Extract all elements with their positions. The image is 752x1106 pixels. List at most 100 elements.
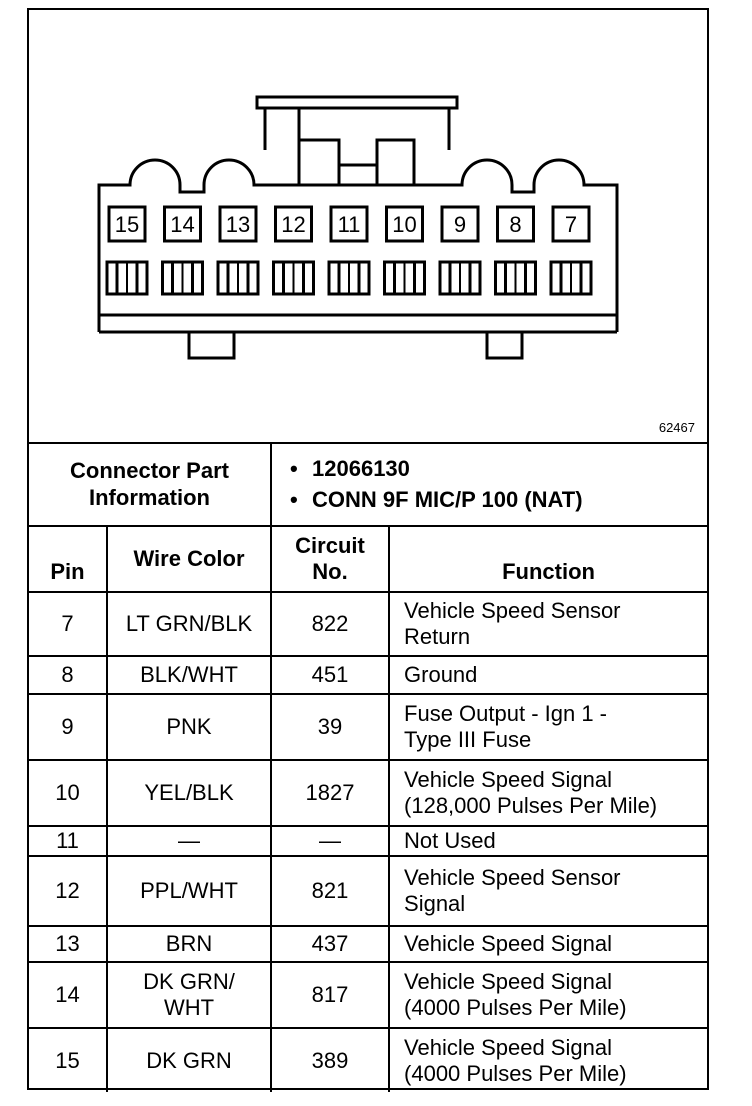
pin-number-label: 9 [454, 212, 466, 237]
function-line: Vehicle Speed Signal [404, 1034, 612, 1060]
wire-color-cell: BLK/WHT [105, 655, 273, 695]
function-cell: Ground [388, 655, 708, 695]
circuit-cell: 451 [270, 655, 391, 695]
circuit-cell: 39 [270, 693, 391, 761]
pin-number-label: 8 [509, 212, 521, 237]
function-cell: Vehicle Speed Signal(4000 Pulses Per Mil… [388, 961, 708, 1029]
part-info-label-line2: Information [89, 484, 210, 510]
function-cell: Vehicle Speed Signal(128,000 Pulses Per … [388, 759, 708, 827]
header-circuit-line1: Circuit [295, 533, 365, 558]
wire-color-line: BLK/WHT [140, 662, 238, 687]
function-line: Return [404, 624, 471, 649]
circuit-cell: 1827 [270, 759, 391, 827]
pin-cell: 8 [29, 655, 108, 695]
wire-color-cell: — [105, 825, 273, 857]
header-circuit-line2: No. [312, 559, 348, 584]
pin-cell: 15 [29, 1027, 108, 1092]
pin-number-box [385, 205, 424, 243]
wire-color-cell: PPL/WHT [105, 855, 273, 927]
pin-number-box [107, 205, 147, 243]
header-wire-color: Wire Color [105, 525, 273, 593]
pin-number-box [163, 205, 202, 243]
wire-color-line: WHT [163, 995, 215, 1020]
pin-number-label: 15 [115, 212, 139, 237]
part-number: 12066130 [312, 455, 410, 481]
pin-cell: 14 [29, 961, 108, 1029]
wire-color-line: BRN [165, 931, 213, 956]
pin-cell: 13 [29, 925, 108, 963]
circuit-cell: 821 [270, 855, 391, 927]
pin-cell: 7 [29, 591, 108, 657]
bullet: • [290, 486, 298, 512]
wire-color-line: DK GRN/ [143, 969, 235, 994]
pin-number-box [551, 205, 591, 243]
pin-number-label: 11 [338, 212, 361, 237]
wire-color-cell: BRN [105, 925, 273, 963]
header-function: Function [388, 525, 708, 593]
circuit-cell: — [270, 825, 391, 857]
function-cell: Fuse Output - Ign 1 -Type III Fuse [388, 693, 708, 761]
function-line: (128,000 Pulses Per Mile) [404, 793, 658, 818]
part-info-list: •12066130 •CONN 9F MIC/P 100 (NAT) [270, 442, 708, 527]
connector-tab-left [187, 332, 236, 360]
function-line: Vehicle Speed Sensor [404, 865, 621, 890]
wire-color-line: YEL/BLK [144, 780, 234, 805]
table-row: 13 BRN 437 Vehicle Speed Signal [29, 925, 708, 963]
pin-number-box [329, 205, 369, 243]
connector-drawing: 15 14 13 12 11 10 9 8 7 [97, 95, 619, 360]
wire-color-line: — [178, 828, 200, 853]
table-row: 15 DK GRN 389 Vehicle Speed Signal(4000 Pul… [29, 1027, 708, 1092]
table-row: 11——Not Used [29, 825, 708, 857]
pin-cell: 12 [29, 855, 108, 927]
function-line: Fuse Output - Ign 1 - [404, 701, 607, 726]
function-line: Signal [404, 891, 466, 916]
pin-number-box [496, 205, 535, 243]
wire-color-cell: DK GRN/WHT [105, 961, 273, 1029]
connector-tab-right [485, 332, 524, 360]
pin-number-label: 7 [565, 212, 577, 237]
connector-housing [97, 158, 619, 317]
pin-cell: 9 [29, 693, 108, 761]
pin-number-label: 12 [281, 212, 305, 237]
function-line: (4000 Pulses Per Mile) [404, 1060, 627, 1086]
pin-number-label: 14 [170, 212, 194, 237]
wire-color-cell: PNK [105, 693, 273, 761]
circuit-cell: 817 [270, 961, 391, 1029]
wire-color-cell: LT GRN/BLK [105, 591, 273, 657]
function-line: Vehicle Speed Signal [404, 767, 612, 792]
pin-number-label: 10 [392, 212, 416, 237]
header-pin: Pin [29, 525, 108, 593]
circuit-cell: 437 [270, 925, 391, 963]
pin-cell: 10 [29, 759, 108, 827]
pinout-table: Connector Part Information •12066130 •CO… [29, 442, 708, 1092]
part-info-label-line1: Connector Part [70, 457, 229, 483]
wire-color-line: PNK [166, 714, 212, 739]
function-cell: Not Used [388, 825, 708, 857]
pin-number-box [274, 205, 313, 243]
connector-latch-inner [297, 108, 416, 185]
pin-cell: 11 [29, 825, 108, 857]
header-row: Pin Wire Color Circuit No. Function [29, 525, 708, 593]
wire-color-line: PPL/WHT [140, 878, 238, 903]
part-info-label: Connector Part Information [29, 442, 273, 527]
circuit-cell: 822 [270, 591, 391, 657]
part-info-row: Connector Part Information •12066130 •CO… [29, 442, 708, 527]
pin-number-label: 13 [226, 212, 250, 237]
header-circuit: Circuit No. [270, 525, 391, 593]
function-line: Vehicle Speed Sensor [404, 598, 621, 623]
function-line: Vehicle Speed Signal [404, 931, 612, 956]
connector-description: CONN 9F MIC/P 100 (NAT) [312, 486, 583, 512]
circuit-cell: 389 [270, 1027, 391, 1092]
wire-color-line: DK GRN [146, 1047, 232, 1073]
connector-latch-top [255, 95, 459, 110]
